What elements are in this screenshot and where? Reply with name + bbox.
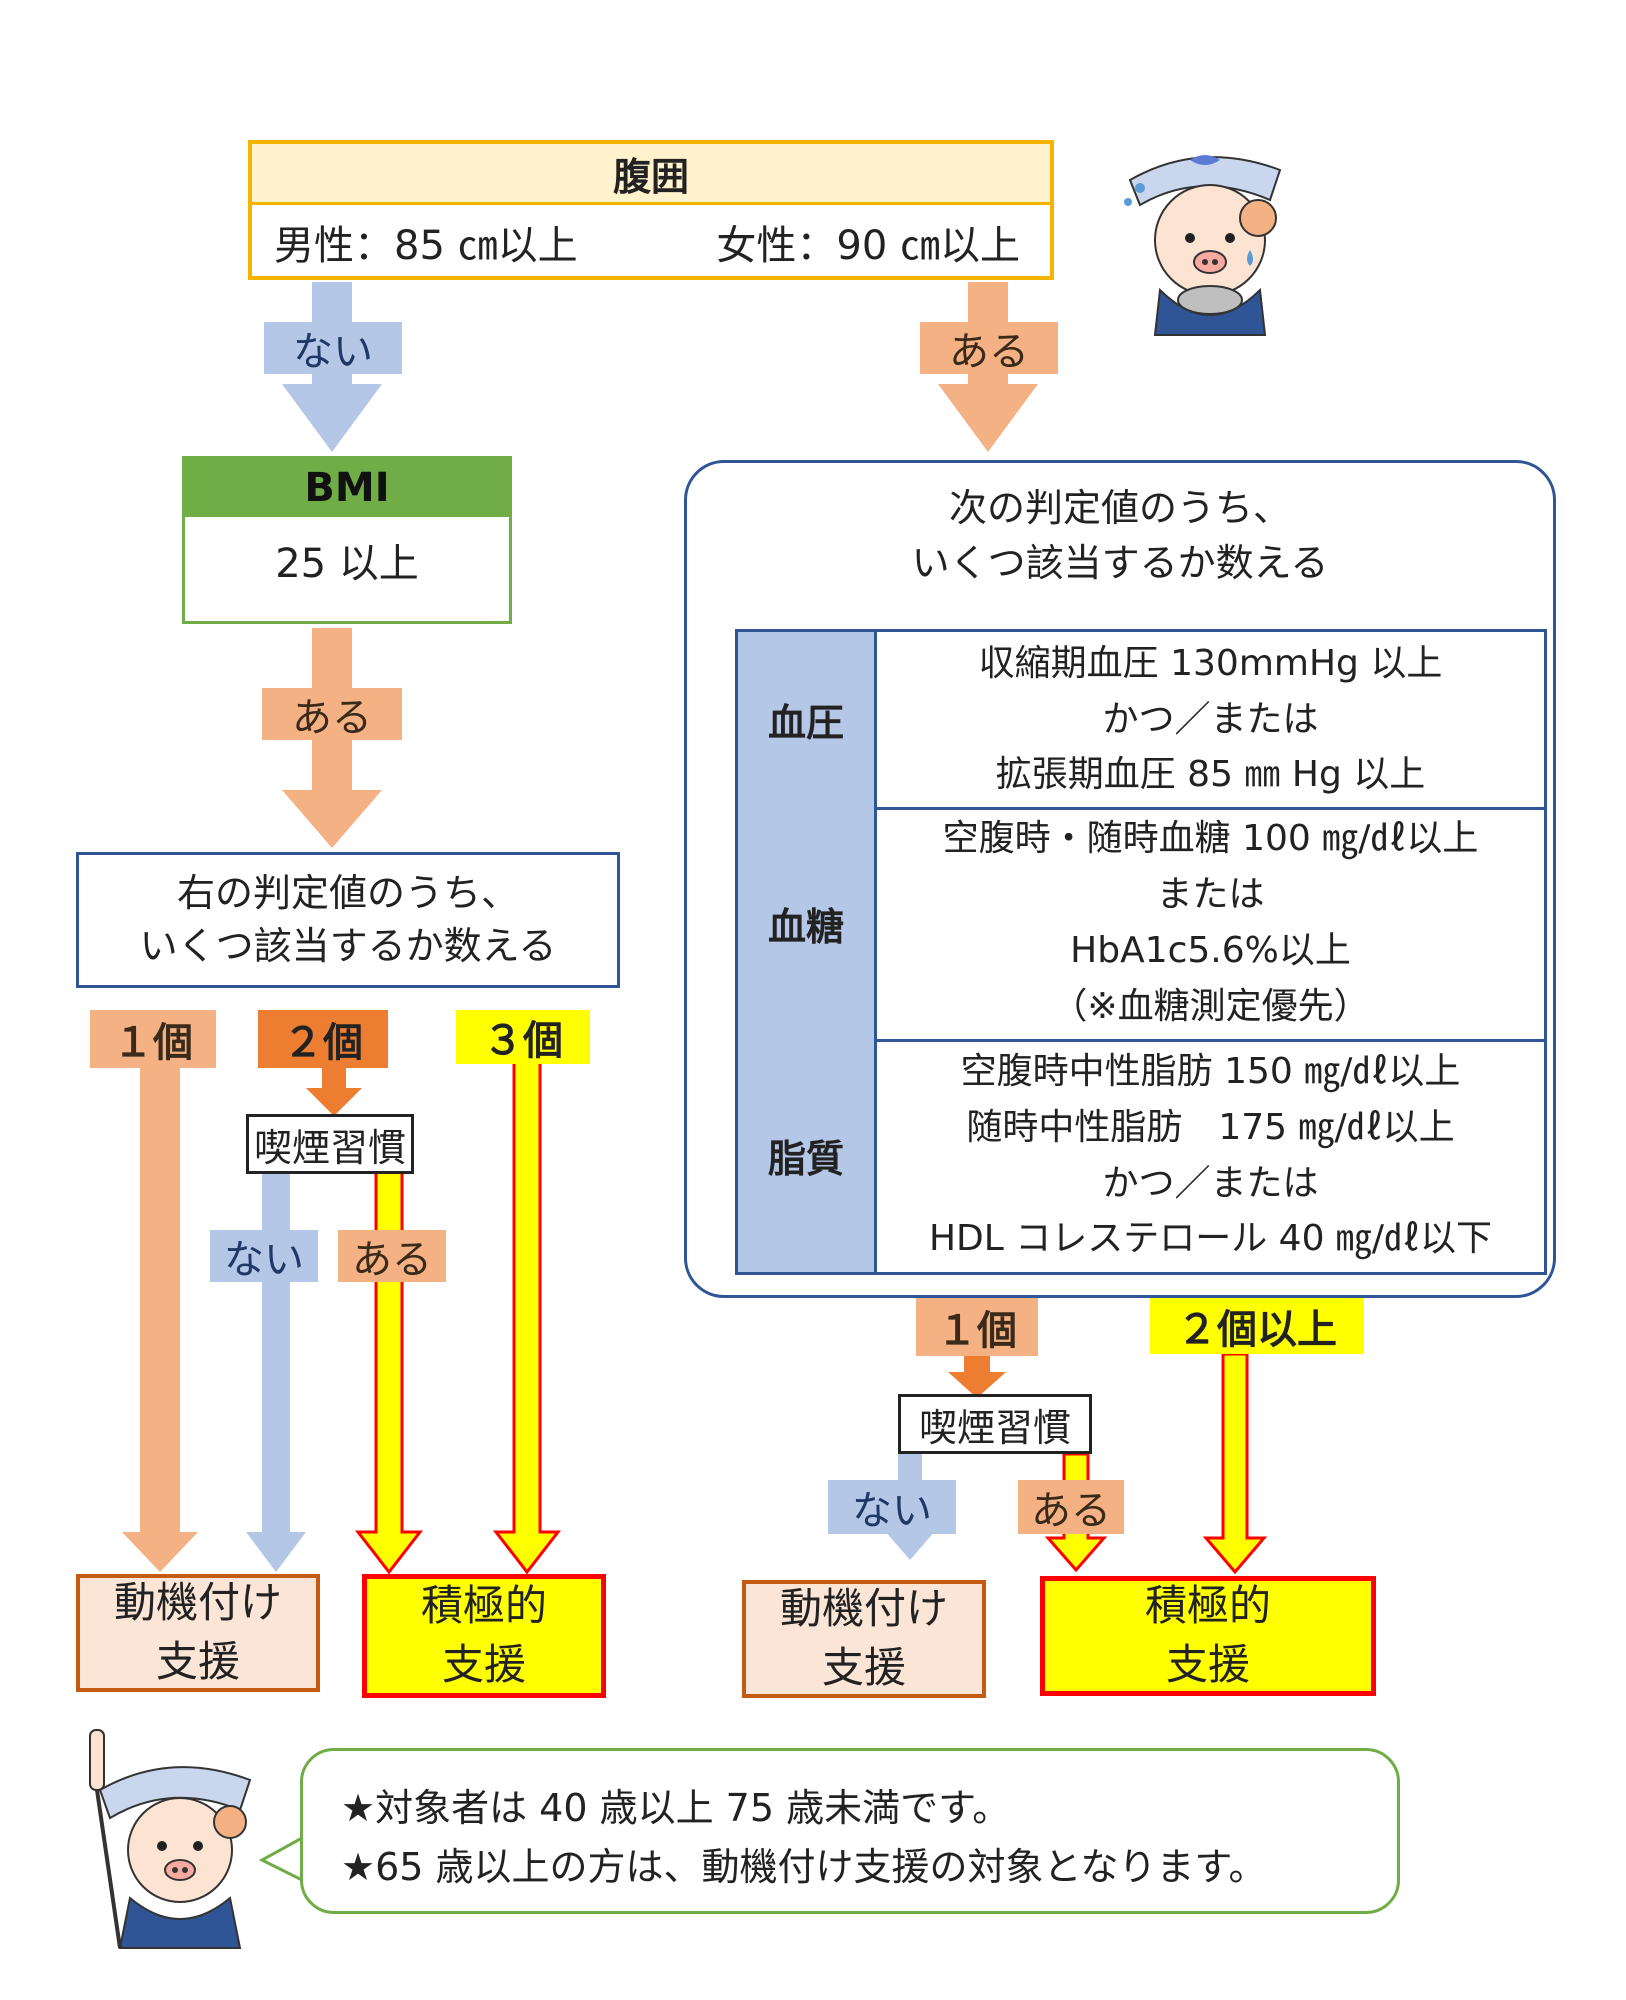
left-outcome-positive-frame bbox=[362, 1574, 606, 1698]
right-smoke-yes: ある bbox=[1018, 1480, 1124, 1534]
right-count-1: １個 bbox=[916, 1298, 1038, 1356]
bp-line-3: 拡張期血圧 85 ㎜ Hg 以上 bbox=[995, 754, 1426, 796]
lipid-line-2: 随時中性脂肪 175 ㎎/㎗以上 bbox=[966, 1106, 1455, 1148]
arrow-left-1 bbox=[122, 1062, 198, 1572]
right-pos-line2: 支援 bbox=[1165, 1640, 1250, 1689]
left-count-line1: 右の判定値のうち、 bbox=[176, 870, 519, 915]
right-criteria-box: 次の判定値のうち、 いくつ該当するか数える 血圧 収縮期血圧 130mmHg 以… bbox=[684, 460, 1556, 1298]
criteria-row-bp: 血圧 収縮期血圧 130mmHg 以上 かつ／または 拡張期血圧 85 ㎜ Hg… bbox=[738, 632, 1544, 810]
left-count-line2: いくつ該当するか数える bbox=[139, 924, 557, 968]
arrow-left-2 bbox=[306, 1062, 362, 1116]
bp-line-2: かつ／または bbox=[1102, 698, 1319, 740]
right-pos-line1: 積極的 bbox=[1144, 1581, 1271, 1631]
criteria-row-glucose: 血糖 空腹時・随時血糖 100 ㎎/㎗以上 または HbA1c5.6%以上 （※… bbox=[738, 807, 1544, 1042]
glucose-line-2: または bbox=[1156, 874, 1265, 916]
waist-female: 女性：90 ㎝以上 bbox=[716, 223, 1020, 269]
waist-criteria-row: 男性：85 ㎝以上 女性：90 ㎝以上 bbox=[252, 205, 1050, 279]
criteria-table: 血圧 収縮期血圧 130mmHg 以上 かつ／または 拡張期血圧 85 ㎜ Hg… bbox=[735, 629, 1547, 1275]
note-1: ★対象者は 40 歳以上 75 歳未満です。 bbox=[341, 1786, 1011, 1830]
waist-title: 腹囲 bbox=[252, 144, 1050, 205]
right-mot-line2: 支援 bbox=[821, 1643, 906, 1692]
right-mot-line1: 動機付け bbox=[779, 1584, 948, 1634]
criteria-row-lipid: 脂質 空腹時中性脂肪 150 ㎎/㎗以上 随時中性脂肪 175 ㎎/㎗以上 かつ… bbox=[738, 1039, 1544, 1272]
arrow-left-3 bbox=[492, 1060, 562, 1575]
criteria-name-lipid: 脂質 bbox=[738, 1039, 877, 1272]
mascot-pig-icon bbox=[1124, 155, 1282, 336]
left-mot-line2: 支援 bbox=[155, 1637, 240, 1686]
left-smoke-no: ない bbox=[210, 1230, 318, 1283]
arrow-right-2plus bbox=[1202, 1352, 1268, 1575]
bp-line-1: 収縮期血圧 130mmHg 以上 bbox=[978, 642, 1443, 684]
right-smoke-no: ない bbox=[828, 1480, 956, 1534]
left-smoking-box: 喫煙習慣 bbox=[246, 1114, 414, 1174]
criteria-name-glucose: 血糖 bbox=[738, 807, 877, 1039]
lipid-line-3: かつ／または bbox=[1102, 1162, 1319, 1204]
bmi-box: BMI 25 以上 bbox=[182, 456, 512, 624]
mascot-top bbox=[1100, 140, 1300, 340]
glucose-line-4: （※血糖測定優先） bbox=[1051, 985, 1370, 1027]
criteria-name-bp: 血圧 bbox=[738, 632, 877, 807]
left-pos-line2: 支援 bbox=[441, 1640, 526, 1689]
left-outcome-motivational-frame bbox=[76, 1574, 320, 1692]
left-count-2: ２個 bbox=[258, 1010, 388, 1068]
waist-male: 男性：85 ㎝以上 bbox=[274, 223, 578, 269]
left-outcome-motivational: 動機付け 支援 bbox=[76, 1574, 320, 1692]
label-bmi-yes: ある bbox=[262, 688, 402, 741]
left-pos-line1: 積極的 bbox=[420, 1581, 547, 1631]
arrow-right-1 bbox=[948, 1354, 1006, 1398]
glucose-line-1: 空腹時・随時血糖 100 ㎎/㎗以上 bbox=[942, 818, 1479, 860]
right-outcome-positive-frame bbox=[1040, 1576, 1376, 1696]
bmi-title: BMI bbox=[185, 459, 509, 517]
right-count-heading: 次の判定値のうち、 いくつ該当するか数える bbox=[687, 481, 1553, 591]
left-count-1: １個 bbox=[90, 1010, 216, 1068]
arrow-left-smoke-no bbox=[246, 1172, 306, 1572]
left-count-box: 右の判定値のうち、 いくつ該当するか数える bbox=[76, 852, 620, 988]
right-smoking-box: 喫煙習慣 bbox=[898, 1394, 1092, 1454]
right-outcome-motivational-frame bbox=[742, 1580, 986, 1698]
note-2: ★65 歳以上の方は、動機付け支援の対象となります。 bbox=[341, 1844, 1267, 1889]
left-mot-line1: 動機付け bbox=[113, 1578, 282, 1628]
right-count-2plus: ２個以上 bbox=[1150, 1298, 1364, 1354]
right-count-line1: 次の判定値のうち、 bbox=[948, 486, 1291, 530]
label-waist-yes: ある bbox=[920, 322, 1058, 375]
left-outcome-positive: 積極的 支援 bbox=[362, 1574, 606, 1698]
glucose-line-3: HbA1c5.6%以上 bbox=[1070, 930, 1351, 971]
label-waist-no: ない bbox=[264, 322, 402, 375]
right-outcome-motivational: 動機付け 支援 bbox=[742, 1580, 986, 1698]
lipid-line-1: 空腹時中性脂肪 150 ㎎/㎗以上 bbox=[960, 1050, 1461, 1092]
lipid-line-4: HDL コレステロール 40 ㎎/㎗以下 bbox=[928, 1218, 1493, 1260]
criteria-values-bp: 収縮期血圧 130mmHg 以上 かつ／または 拡張期血圧 85 ㎜ Hg 以上 bbox=[877, 632, 1544, 807]
mascot-bottom bbox=[80, 1720, 270, 1950]
waist-box: 腹囲 男性：85 ㎝以上 女性：90 ㎝以上 bbox=[248, 140, 1054, 280]
criteria-values-glucose: 空腹時・随時血糖 100 ㎎/㎗以上 または HbA1c5.6%以上 （※血糖測… bbox=[877, 807, 1544, 1039]
mascot-pointing-icon bbox=[89, 1729, 252, 1949]
left-smoke-yes: ある bbox=[338, 1230, 446, 1283]
right-count-line2: いくつ該当するか数える bbox=[911, 541, 1329, 586]
criteria-values-lipid: 空腹時中性脂肪 150 ㎎/㎗以上 随時中性脂肪 175 ㎎/㎗以上 かつ／また… bbox=[877, 1039, 1544, 1272]
left-count-3: ３個 bbox=[456, 1010, 590, 1064]
bmi-value: 25 以上 bbox=[275, 541, 419, 587]
right-outcome-positive: 積極的 支援 bbox=[1040, 1576, 1376, 1696]
notes-bubble: ★対象者は 40 歳以上 75 歳未満です。 ★65 歳以上の方は、動機付け支援… bbox=[300, 1748, 1400, 1914]
